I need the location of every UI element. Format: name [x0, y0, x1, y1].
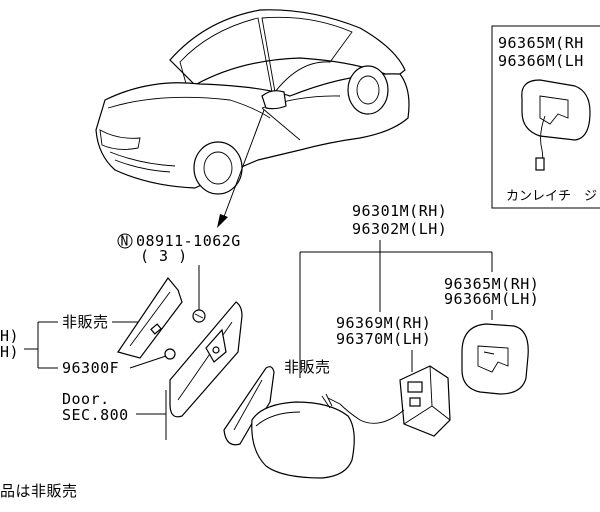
inset-caption: カンレイチ ジ: [506, 189, 597, 204]
door-corner-panel: [165, 301, 243, 440]
n-circle-icon: [117, 233, 133, 249]
door-ref-line1: Door.: [62, 390, 110, 408]
not-for-sale-label-2: 非販売: [284, 358, 331, 376]
mirror-glass: [461, 323, 529, 395]
actuator-rh-label: 96369M(RH): [336, 314, 431, 332]
door-ref-line2: SEC.800: [62, 406, 129, 424]
screw-callout: N 08911-1062G ( 3 ): [117, 232, 241, 323]
screw-part-number: 08911-1062G: [136, 232, 241, 250]
inset-detail: 96365M(RH 96366M(LH カンレイチ ジ: [491, 25, 600, 209]
inset-glass-lh-label: 96366M(LH: [498, 52, 584, 70]
mirror-housing: [223, 366, 355, 479]
inset-glass-rh-label: 96365M(RH: [498, 34, 584, 52]
not-for-sale-label-1: 非販売: [62, 313, 109, 331]
part-96300F-label: 96300F: [62, 359, 119, 377]
car-illustration: [95, 9, 410, 228]
mirror-lh-label: 96302M(LH): [352, 220, 447, 238]
left-partial-label-1: H): [0, 327, 19, 345]
actuator-lh-label: 96370M(LH): [336, 330, 431, 348]
left-partial-label-2: H): [0, 343, 19, 361]
glass-rh-label: 96365M(RH): [444, 275, 539, 293]
screw-quantity: ( 3 ): [140, 247, 188, 265]
mirror-rh-label: 96301M(RH): [352, 202, 447, 220]
screw-circle-letter: N: [121, 235, 129, 250]
glass-lh-label: 96366M(LH): [444, 290, 539, 308]
reference-arrow-icon: [217, 214, 228, 228]
actuator-motor: [321, 365, 451, 437]
left-parts: H) H) 非販売 96300F: [0, 277, 183, 377]
mirror-assembly-callouts: 96301M(RH) 96302M(LH) 非販売 96369M(RH) 963…: [284, 202, 539, 378]
footnote: 品は非販売: [0, 482, 78, 500]
